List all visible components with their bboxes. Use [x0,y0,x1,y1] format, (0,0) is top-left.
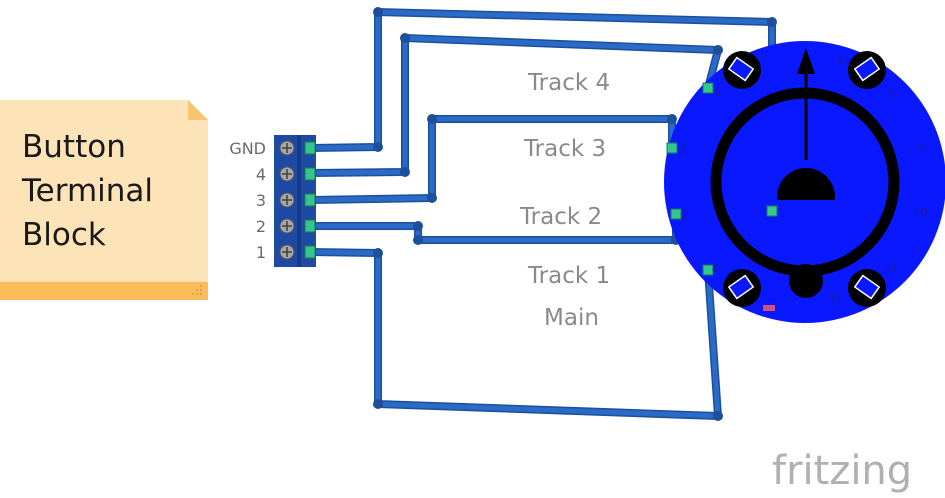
label-track-4: Track 4 [527,70,610,96]
note-bottom-band [0,282,208,300]
note-body [0,100,208,282]
note-resize-grip-icon [192,285,202,295]
pin-3[interactable] [304,193,316,207]
rotary-switch[interactable]: 1 2 3 4 5 6 7 8 9 10 11 12 [664,41,945,323]
screw-gnd-icon [279,140,295,156]
rotary-contact-2 [670,208,682,220]
note-line-1: Button [22,129,126,165]
rotary-contact-3 [666,142,678,154]
wire-track1-edge [306,248,722,420]
terminal-pins [304,141,316,259]
pin-label-4: 4 [256,165,266,184]
rotary-num-11: 11 [884,261,898,274]
fritzing-logo: fritzing [772,448,912,494]
pin-2[interactable] [304,219,316,233]
rotary-num-6: 6 [888,88,895,101]
screw-2-icon [279,218,295,234]
wire-track1[interactable] [307,249,721,419]
rotary-num-8: 8 [712,262,719,275]
rotary-position-numbers: 1 2 3 4 5 6 7 8 9 10 11 12 [680,54,928,305]
rotary-contact-1 [702,264,714,276]
rotary-mount-tabs [723,51,886,307]
rotary-num-4: 4 [714,87,721,100]
rotary-contact-a [766,205,778,217]
rotary-pin1-marker [763,305,775,311]
rotary-num-1: 1 [770,291,777,304]
sticky-note: Button Terminal Block [0,100,208,300]
rotary-num-10: 10 [914,206,928,219]
wire-track4[interactable] [307,35,721,176]
rotary-contacts [666,82,778,276]
rotary-knob-icon [777,168,835,200]
rotary-num-12: 12 [829,292,843,305]
note-line-3: Block [22,217,106,253]
screw-1-icon [279,244,295,260]
screw-4-icon [279,166,295,182]
rotary-pointer-arrow-icon [797,48,815,74]
terminal-block[interactable]: GND 4 3 2 1 [229,135,316,267]
track-labels: Track 4 Track 3 Track 2 Track 1 Main [519,70,610,331]
note-line-2: Terminal [21,173,153,209]
wire-track3-edge [306,115,676,204]
rotary-num-5: 5 [837,54,844,67]
label-track-3: Track 3 [523,136,606,162]
rotary-num-3: 3 [680,143,687,156]
pin-1[interactable] [304,245,316,259]
rotary-num-7: 7 [918,142,925,155]
wire-bendpoints [373,7,777,421]
label-track-2: Track 2 [519,204,602,230]
rotary-contact-4 [702,82,714,94]
pin-gnd[interactable] [304,141,316,155]
label-main: Main [544,305,599,331]
wire-track3[interactable] [307,116,675,203]
screw-3-icon [279,192,295,208]
label-track-1: Track 1 [527,263,610,289]
pin-label-1: 1 [256,243,266,262]
pin-label-3: 3 [256,191,266,210]
pin-label-gnd: GND [229,139,266,158]
rotary-num-2: 2 [681,209,688,222]
wire-track4-edge [306,34,722,177]
pin-4[interactable] [304,167,316,181]
terminal-screws [279,140,295,260]
note-fold [188,100,208,120]
pin-label-2: 2 [256,217,266,236]
terminal-block-ridge [297,135,301,267]
